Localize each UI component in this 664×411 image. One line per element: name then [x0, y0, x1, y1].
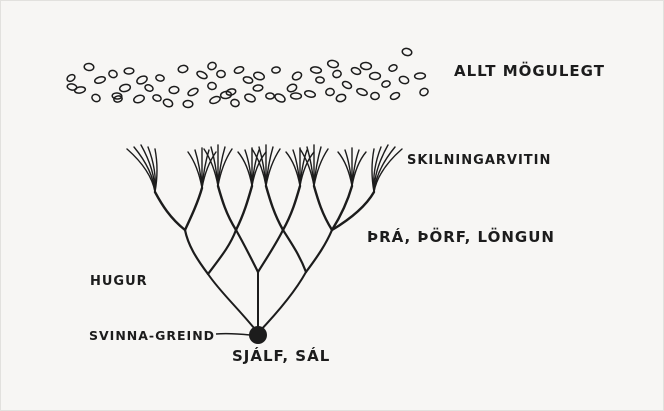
sense-strand: [155, 149, 157, 192]
possibility-oval: [266, 93, 274, 99]
label-desires: ÞRÁ, ÞÖRF, LÖNGUN: [367, 227, 555, 246]
possibility-oval: [66, 73, 76, 82]
possibility-oval: [233, 66, 244, 75]
possibility-ovals: [66, 48, 429, 109]
possibility-oval: [398, 75, 409, 85]
possibility-oval: [291, 71, 303, 82]
sense-strand: [245, 150, 252, 186]
possibility-oval: [388, 64, 398, 73]
possibility-oval: [91, 93, 102, 103]
possibility-oval: [136, 75, 149, 86]
sense-strand: [345, 150, 352, 186]
possibility-oval: [253, 71, 265, 81]
possibility-oval: [196, 70, 208, 80]
label-pivot: SVINNA-GREIND: [89, 328, 215, 343]
possibility-oval: [178, 65, 189, 74]
possibility-oval: [169, 86, 179, 94]
possibility-oval: [341, 80, 352, 90]
sense-strand: [195, 150, 202, 188]
possibility-oval: [119, 83, 131, 92]
possibility-oval: [162, 98, 174, 108]
possibility-oval: [253, 84, 263, 91]
tree-level-3: [155, 186, 374, 230]
possibility-oval: [290, 93, 301, 99]
possibility-oval: [381, 80, 391, 88]
possibility-oval: [183, 100, 193, 107]
possibility-oval: [209, 95, 221, 105]
possibility-oval: [414, 73, 425, 80]
sense-strands: [127, 145, 402, 192]
label-self: SJÁLF, SÁL: [232, 346, 330, 365]
self-root-node: [249, 326, 267, 344]
tree-trunks: [208, 272, 306, 333]
pointer-line: [216, 334, 250, 335]
possibility-oval: [350, 66, 361, 75]
possibility-oval: [144, 84, 154, 93]
tree-level-2: [185, 230, 332, 274]
label-all-possibilities: ALLT MÖGULEGT: [454, 61, 605, 80]
label-senses: SKILNINGARVITIN: [407, 153, 551, 168]
sense-strand: [293, 150, 300, 186]
possibility-oval: [316, 77, 325, 84]
possibility-oval: [207, 82, 216, 90]
possibility-oval: [360, 62, 371, 70]
possibility-oval: [133, 94, 145, 104]
possibility-oval: [207, 61, 217, 71]
possibility-oval: [124, 68, 134, 74]
possibility-oval: [67, 83, 77, 91]
label-mind: HUGUR: [90, 274, 148, 289]
branching-tree: [127, 145, 402, 333]
possibility-oval: [310, 66, 322, 73]
possibility-oval: [230, 99, 240, 108]
possibility-oval: [325, 88, 334, 96]
possibility-oval: [244, 93, 257, 104]
possibility-oval: [155, 74, 164, 82]
possibility-oval: [389, 91, 400, 101]
possibility-oval: [152, 94, 162, 102]
possibility-oval: [304, 90, 316, 98]
possibility-oval: [332, 70, 342, 79]
possibility-oval: [108, 69, 118, 79]
possibility-oval: [187, 87, 199, 97]
possibility-oval: [243, 76, 254, 84]
possibility-oval: [272, 67, 281, 74]
possibility-oval: [274, 92, 287, 103]
possibility-oval: [94, 76, 106, 85]
possibility-oval: [356, 87, 368, 96]
possibility-oval: [217, 70, 226, 77]
possibility-oval: [286, 83, 298, 93]
possibility-oval: [335, 93, 346, 103]
possibility-oval: [402, 48, 413, 57]
possibility-oval: [370, 72, 381, 79]
possibility-oval: [371, 92, 380, 99]
possibility-oval: [84, 63, 94, 71]
possibility-oval: [419, 87, 430, 97]
possibility-oval: [327, 60, 339, 69]
